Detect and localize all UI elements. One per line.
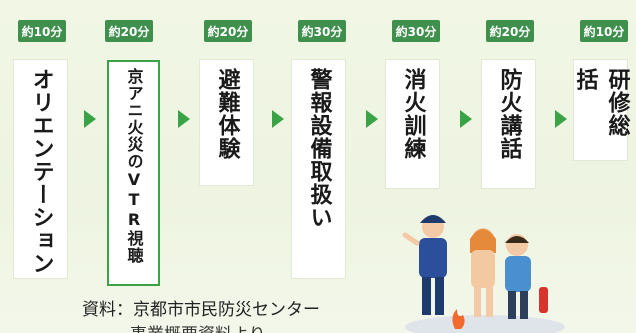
flow-arrow-icon: [84, 110, 96, 128]
step-card-lecture: 防火講話: [482, 60, 535, 188]
step-title: 研修総括: [572, 68, 630, 137]
duration-badge: 約30分: [392, 20, 440, 42]
step-title: 防火講話: [496, 68, 522, 160]
duration-badge: 約20分: [105, 20, 153, 42]
source-note: 資料：京都市市民防災センター: [82, 300, 320, 320]
people-illustration: [402, 215, 565, 333]
step-title: 京アニ火災のVTR視聴: [124, 68, 144, 264]
flow-arrow-icon: [178, 110, 190, 128]
step-card-alarm: 警報設備取扱い: [292, 60, 345, 278]
duration-badge: 約20分: [486, 20, 534, 42]
flow-arrow-icon: [272, 110, 284, 128]
step-card-evacuation: 避難体験: [200, 60, 253, 185]
flow-arrow-icon: [555, 110, 567, 128]
flow-arrow-icon: [366, 110, 378, 128]
step-title: 警報設備取扱い: [306, 68, 332, 229]
step-card-vtr: 京アニ火災のVTR視聴: [107, 60, 160, 286]
duration-badge: 約10分: [18, 20, 66, 42]
flow-arrow-icon: [460, 110, 472, 128]
duration-badge: 約30分: [298, 20, 346, 42]
duration-badge: 約10分: [580, 20, 628, 42]
step-card-orientation: オリエンテーション: [14, 60, 67, 278]
step-title: 避難体験: [214, 68, 240, 160]
source-note-line2: 事業概要資料より: [130, 320, 266, 333]
step-title: オリエンテーション: [28, 68, 54, 275]
duration-badge: 約20分: [204, 20, 252, 42]
step-card-summary: 研修総括: [573, 60, 630, 160]
step-card-extinguishing: 消火訓練: [386, 60, 439, 188]
step-title: 消火訓練: [400, 68, 426, 160]
